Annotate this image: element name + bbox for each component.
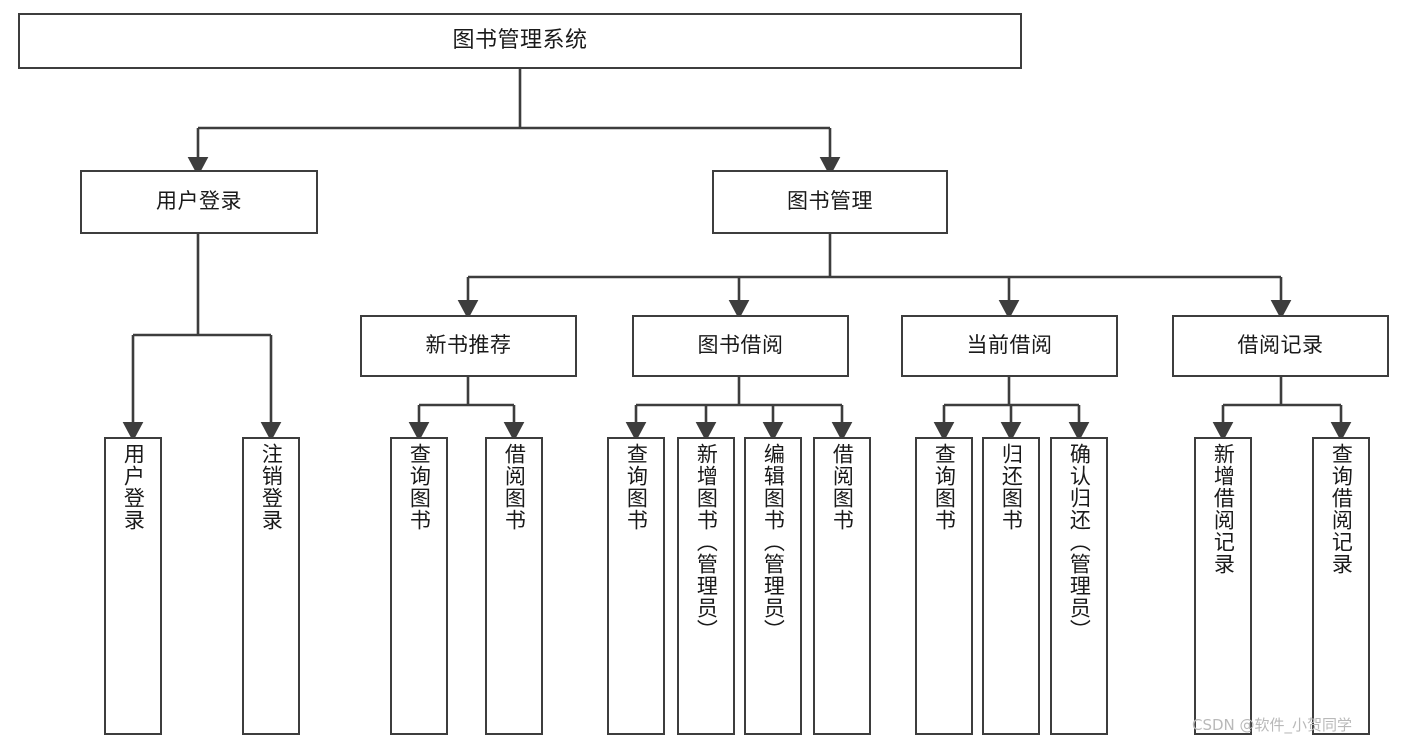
node-label: 查询借阅记录: [1329, 443, 1354, 575]
leaf-confirm-return-admin[interactable]: 确认归还（管理员）: [1050, 437, 1108, 735]
leaf-return-books[interactable]: 归还图书: [982, 437, 1040, 735]
node-label: 用户登录: [156, 189, 242, 214]
node-label: 查询图书: [407, 443, 432, 531]
leaf-borrow-books-recommend[interactable]: 借阅图书: [485, 437, 543, 735]
node-label: 确认归还（管理员）: [1067, 443, 1092, 641]
node-label: 借阅图书: [502, 443, 527, 531]
node-label: 图书借阅: [697, 333, 784, 358]
leaf-query-books-current[interactable]: 查询图书: [915, 437, 973, 735]
leaf-logout[interactable]: 注销登录: [242, 437, 300, 735]
node-label: 借阅图书: [830, 443, 855, 531]
leaf-borrow-books[interactable]: 借阅图书: [813, 437, 871, 735]
watermark: CSDN @软件_小贺同学: [1192, 716, 1353, 734]
node-label: 新增图书（管理员）: [694, 443, 719, 641]
node-label: 归还图书: [999, 443, 1024, 531]
leaf-query-books-borrow[interactable]: 查询图书: [607, 437, 665, 735]
node-label: 用户登录: [121, 443, 146, 531]
node-label: 图书管理: [787, 189, 873, 214]
node-current-borrow[interactable]: 当前借阅: [901, 315, 1118, 377]
node-label: 查询图书: [624, 443, 649, 531]
node-root-system[interactable]: 图书管理系统: [18, 13, 1022, 69]
node-label: 新书推荐: [425, 333, 512, 358]
leaf-add-borrow-record[interactable]: 新增借阅记录: [1194, 437, 1252, 735]
node-label: 查询图书: [932, 443, 957, 531]
node-book-borrow[interactable]: 图书借阅: [632, 315, 849, 377]
node-label: 注销登录: [259, 443, 284, 531]
leaf-user-login[interactable]: 用户登录: [104, 437, 162, 735]
node-new-book-recommend[interactable]: 新书推荐: [360, 315, 577, 377]
leaf-edit-book-admin[interactable]: 编辑图书（管理员）: [744, 437, 802, 735]
leaf-query-books-recommend[interactable]: 查询图书: [390, 437, 448, 735]
leaf-add-book-admin[interactable]: 新增图书（管理员）: [677, 437, 735, 735]
node-borrow-records[interactable]: 借阅记录: [1172, 315, 1389, 377]
node-label: 借阅记录: [1237, 333, 1324, 358]
node-label: 新增借阅记录: [1211, 443, 1236, 575]
node-user-login[interactable]: 用户登录: [80, 170, 318, 234]
node-label: 当前借阅: [966, 333, 1053, 358]
node-label: 图书管理系统: [452, 27, 588, 53]
node-label: 编辑图书（管理员）: [761, 443, 786, 641]
node-book-management[interactable]: 图书管理: [712, 170, 948, 234]
leaf-query-borrow-record[interactable]: 查询借阅记录: [1312, 437, 1370, 735]
